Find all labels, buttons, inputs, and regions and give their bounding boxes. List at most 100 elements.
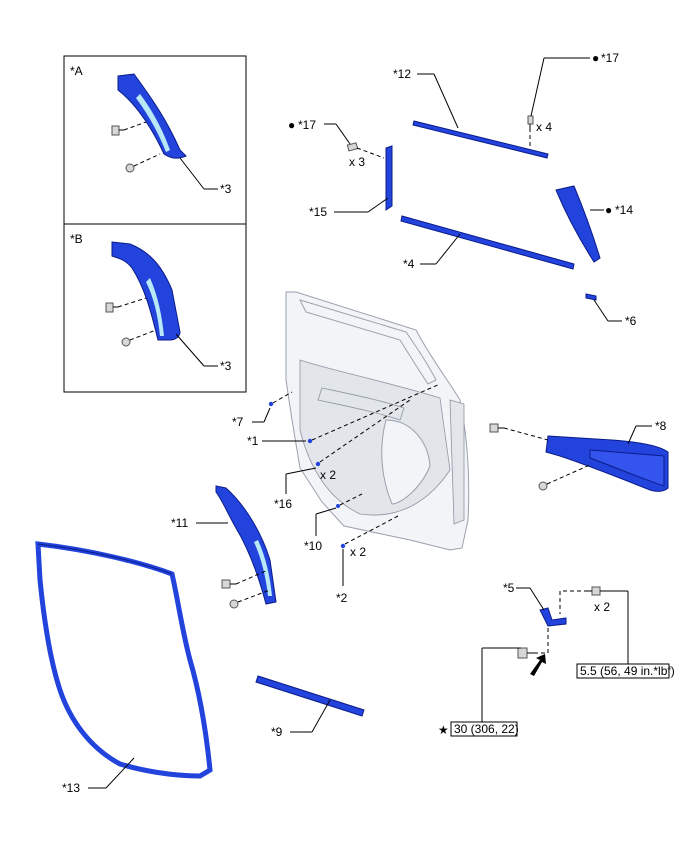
inset-b-moulding [111, 241, 181, 341]
inset-a-frame [63, 55, 247, 225]
torque-5-value: 5.5 (56, 49 in.*lbf) [580, 664, 675, 678]
clip-17-top-icon [527, 115, 534, 128]
part-4-label: *4 [403, 257, 415, 271]
torque-star-value: 30 (306, 22) [454, 722, 519, 736]
bolt-5-upper-icon [588, 586, 601, 596]
part-17-left-dot: ● [288, 118, 295, 132]
inset-a-label: *A [70, 64, 83, 78]
clip-16-icon [315, 461, 321, 467]
clip-17-left-icon [346, 142, 359, 152]
part-15-label: *15 [309, 205, 327, 219]
small-bracket [585, 293, 597, 301]
part-16-qty: x 2 [320, 468, 336, 482]
bolt-5-lower-icon [517, 647, 534, 659]
inset-a-clip-dash [133, 153, 161, 167]
part-14-label: *14 [615, 203, 633, 217]
part-17-top-dot: ● [592, 51, 599, 65]
frame-moulding-rear [555, 185, 601, 263]
inset-b-screw-icon [105, 302, 118, 313]
part-12-leader [433, 73, 459, 129]
part-4-leader [435, 233, 461, 265]
belt-moulding-upper [412, 120, 549, 159]
part-16: x 2 *16 [274, 399, 411, 511]
part-9-label: *9 [271, 725, 283, 739]
belt-moulding-lower [400, 215, 575, 270]
part-17-left-leader [335, 123, 351, 145]
window-frame [299, 299, 437, 385]
part-14: ● *14 [555, 185, 633, 263]
inset-b-frame [63, 223, 247, 393]
part-11: *11 [171, 485, 277, 609]
direction-arrow-icon [530, 654, 546, 676]
inset-b: *B *3 [63, 223, 247, 393]
inset-b-label: *B [70, 232, 83, 246]
part-7-label: *7 [232, 415, 244, 429]
part-11-screw-icon [221, 579, 236, 589]
inset-a-moulding-highlight [136, 94, 170, 152]
part-14-dot: ● [605, 203, 612, 217]
inset-a-leader [179, 157, 205, 190]
part-11-label: *11 [171, 516, 188, 530]
part-12-label: *12 [393, 67, 411, 81]
part-15-leader [367, 197, 389, 213]
part-5: *5 x 2 5.5 (56, 49 in.*lbf) ★ 30 (306, 2… [438, 581, 675, 737]
part-13-label: *13 [62, 781, 80, 795]
impact-beam [317, 387, 405, 421]
part-8-label: *8 [655, 419, 667, 433]
inset-b-screw-dash [117, 297, 147, 308]
part-6: *6 [585, 293, 637, 328]
part-17-top: ● *17 x 4 [527, 51, 619, 148]
part-1-label: *1 [247, 434, 259, 448]
weatherstrip [35, 541, 213, 779]
rear-garnish-face [589, 449, 665, 487]
part-6-leader [593, 299, 609, 322]
part-16-label: *16 [274, 497, 292, 511]
part-4: *4 [400, 215, 575, 271]
part-11-clip-icon [229, 599, 239, 609]
part-2-qty: x 2 [350, 545, 366, 559]
inset-b-moulding-highlight [146, 278, 164, 336]
part-10-leader [315, 507, 337, 515]
part-2: x 2 *2 [336, 515, 399, 605]
part-1: *1 [247, 383, 441, 448]
rear-edge [449, 399, 465, 525]
part-10-label: *10 [304, 539, 322, 553]
frame-moulding-front [385, 145, 393, 211]
part-15: *15 [309, 145, 393, 219]
torque-star-box [450, 721, 518, 737]
part-9: *9 [255, 675, 365, 739]
part-5-label: *5 [503, 581, 515, 595]
torque-5-box [576, 663, 670, 679]
part-13: *13 [35, 541, 213, 795]
door-panel [285, 291, 470, 551]
part-6-label: *6 [625, 314, 637, 328]
part-17-top-label: *17 [601, 51, 619, 65]
inset-a: *A *3 [63, 55, 247, 225]
side-moulding-highlight [254, 540, 272, 596]
part-17-left: ● *17 x 3 [288, 118, 385, 169]
inset-b-leader [175, 333, 205, 367]
part-5-qty: x 2 [594, 600, 610, 614]
part-13-leader [105, 757, 135, 789]
clip-1-icon [307, 438, 313, 444]
inset-b-part-label: *3 [220, 359, 232, 373]
part-17-left-qty: x 3 [349, 155, 365, 169]
inset-b-clip-icon [121, 337, 131, 347]
inset-a-screw-dash [123, 121, 147, 131]
inset-a-clip-icon [125, 163, 135, 173]
part-9-leader [311, 699, 331, 733]
part-12: *12 [393, 67, 549, 159]
clip-2-icon [340, 543, 346, 549]
part-8-screw-icon [489, 423, 504, 433]
part-7: *7 [232, 391, 293, 429]
part-17-top-leader [530, 57, 545, 117]
part-17-top-qty: x 4 [536, 120, 552, 134]
part-8: *8 [489, 419, 669, 492]
inset-a-part-label: *3 [220, 182, 232, 196]
part-5-leader [529, 587, 545, 611]
part-2-label: *2 [336, 591, 348, 605]
part-8-clip-icon [538, 481, 548, 491]
part-8-leader [627, 425, 637, 445]
